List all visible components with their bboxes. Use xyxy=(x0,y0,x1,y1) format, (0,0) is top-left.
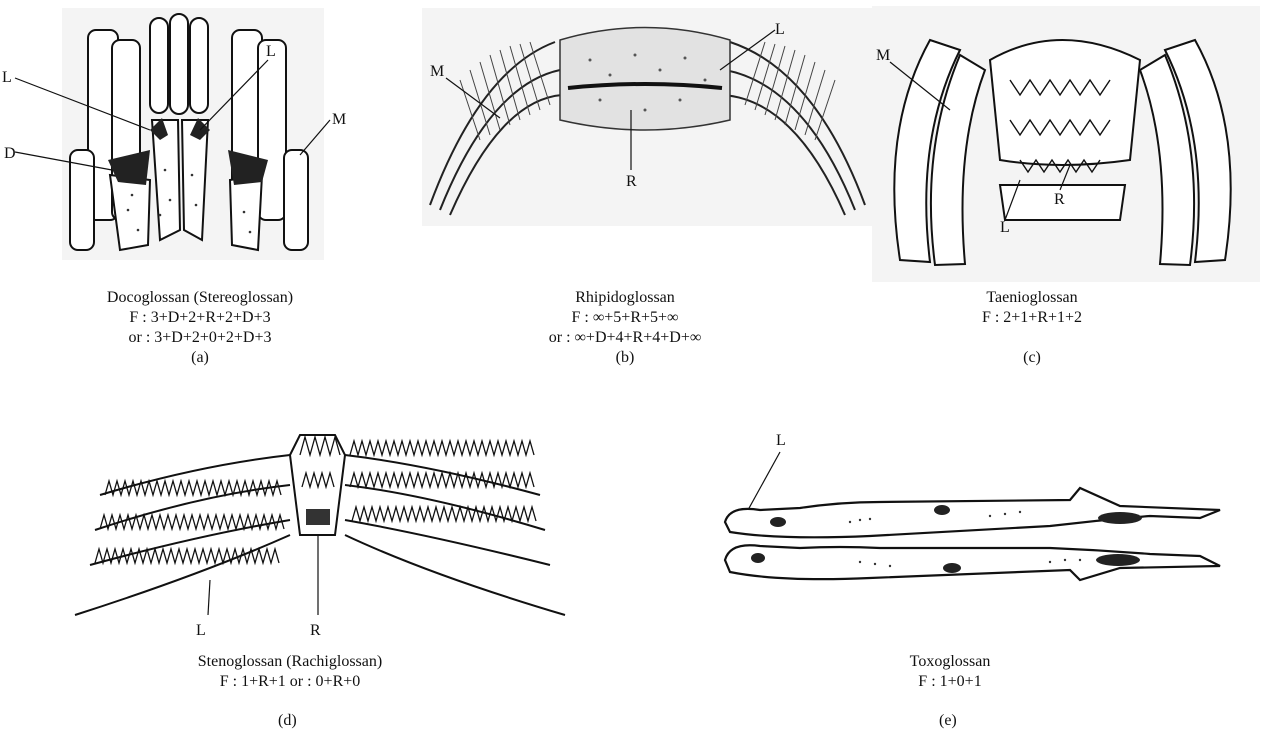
caption-rhipidoglossan: Rhipidoglossan F : ∞+5+R+5+∞ or : ∞+D+4+… xyxy=(495,288,755,368)
label-dentate: D xyxy=(4,145,16,162)
caption-docoglossan: Docoglossan (Stereoglossan) F : 3+D+2+R+… xyxy=(60,288,340,368)
label-marginal: M xyxy=(876,47,890,64)
panel-letter: (d) xyxy=(278,712,297,730)
radular-formula: F : 1+0+1 xyxy=(860,672,1040,692)
label-lateral: L xyxy=(776,432,786,450)
radular-formula-alt: or : ∞+D+4+R+4+D+∞ xyxy=(495,328,755,348)
taenioglossan-drawing: M R L xyxy=(860,0,1263,290)
docoglossan-drawing: L D L M xyxy=(0,0,340,260)
panel-letter: (b) xyxy=(495,348,755,368)
label-rachidian: R xyxy=(310,622,321,639)
radular-formula: F : 2+1+R+1+2 xyxy=(932,308,1132,328)
radular-formula: F : 3+D+2+R+2+D+3 xyxy=(60,308,340,328)
toxoglossan-drawing xyxy=(720,430,1240,590)
panel-name: Docoglossan (Stereoglossan) xyxy=(60,288,340,308)
panel-letter: (a) xyxy=(60,348,340,368)
label-rachidian: R xyxy=(626,173,637,190)
label-lateral: L xyxy=(1000,219,1010,236)
panel-letter: (e) xyxy=(939,712,957,730)
caption-stenoglossan: Stenoglossan (Rachiglossan) F : 1+R+1 or… xyxy=(160,652,420,692)
panel-name: Stenoglossan (Rachiglossan) xyxy=(160,652,420,672)
label-lateral: L xyxy=(775,21,785,38)
label-rachidian: R xyxy=(1054,191,1065,208)
panel-name: Rhipidoglossan xyxy=(495,288,755,308)
label-lateral: L xyxy=(2,69,12,86)
caption-toxoglossan: Toxoglossan F : 1+0+1 xyxy=(860,652,1040,692)
stenoglossan-drawing: L R xyxy=(60,425,570,625)
panel-letter: (c) xyxy=(932,348,1132,368)
radular-formula-alt: or : 3+D+2+0+2+D+3 xyxy=(60,328,340,348)
label-marginal: M xyxy=(332,111,346,128)
rhipidoglossan-drawing: M L R xyxy=(420,0,880,230)
radular-formula: F : 1+R+1 or : 0+R+0 xyxy=(160,672,420,692)
label-lateral: L xyxy=(196,622,206,639)
caption-taenioglossan: Taenioglossan F : 2+1+R+1+2 (c) xyxy=(932,288,1132,368)
panel-name: Toxoglossan xyxy=(860,652,1040,672)
radular-formula: F : ∞+5+R+5+∞ xyxy=(495,308,755,328)
label-marginal: M xyxy=(430,63,444,80)
label-lateral: L xyxy=(266,43,276,60)
panel-name: Taenioglossan xyxy=(932,288,1132,308)
